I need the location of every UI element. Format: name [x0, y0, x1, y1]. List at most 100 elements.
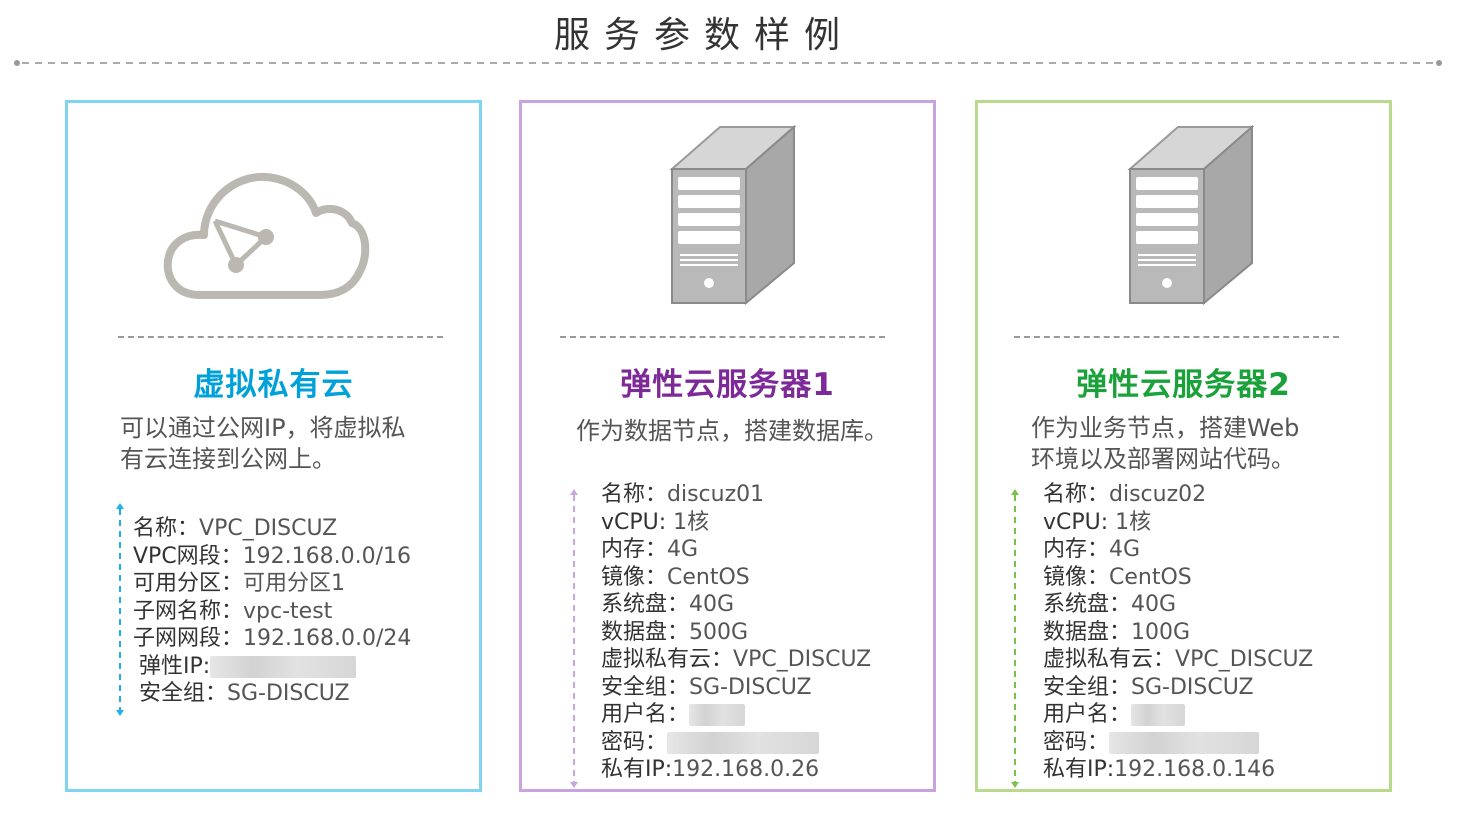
param-key: 虚拟私有云： — [601, 647, 734, 672]
param-row: 私有IP:192.168.0.26 — [601, 756, 871, 784]
param-value: 192.168.0.0/16 — [242, 543, 412, 569]
desc-line: 有云连接到公网上。 — [120, 445, 336, 473]
param-key: 虚拟私有云： — [1043, 647, 1176, 672]
param-row: 镜像：CentOS — [601, 564, 871, 592]
server-icon — [1127, 124, 1254, 305]
param-value: VPC_DISCUZ — [1175, 647, 1314, 672]
list-bracket — [116, 503, 124, 716]
desc-line: 作为数据节点，搭建数据库。 — [576, 417, 888, 445]
param-key: 名称： — [133, 516, 200, 541]
param-key: 弹性IP: — [139, 653, 211, 679]
param-value: CentOS — [1109, 564, 1192, 590]
param-row: 虚拟私有云：VPC_DISCUZ — [601, 646, 871, 674]
param-key: 可用分区： — [133, 571, 244, 596]
param-key: vCPU: — [1043, 509, 1116, 535]
desc-line: 可以通过公网IP，将虚拟私 — [120, 414, 406, 442]
param-key: 镜像： — [1043, 564, 1110, 590]
page-title: 服务参数样例 — [553, 15, 854, 56]
param-key: vCPU: — [601, 509, 674, 535]
card-description: 作为数据节点，搭建数据库。 — [576, 416, 916, 447]
param-value: 40G — [1131, 592, 1177, 617]
param-value: 100G — [1131, 619, 1191, 645]
param-key: 用户名： — [601, 702, 690, 727]
param-key: 名称： — [601, 482, 668, 507]
param-row: 子网名称：vpc-test — [133, 598, 411, 626]
title-divider — [14, 60, 1442, 66]
param-key: 密码： — [601, 729, 668, 755]
param-value: 192.168.0.146 — [1114, 757, 1276, 782]
param-value: VPC_DISCUZ — [199, 516, 338, 541]
param-value: SG-DISCUZ — [689, 674, 812, 700]
param-row: 内存：4G — [1043, 536, 1313, 564]
param-row: 数据盘：500G — [601, 619, 871, 647]
param-row: 名称：discuz02 — [1043, 481, 1313, 509]
redacted-value — [689, 704, 746, 726]
param-value: 1核 — [673, 509, 710, 535]
card-description: 可以通过公网IP，将虚拟私 有云连接到公网上。 — [120, 413, 450, 475]
desc-line: 作为业务节点，搭建Web — [1031, 414, 1300, 442]
param-value: 1核 — [1115, 509, 1152, 535]
param-row: VPC网段：192.168.0.0/16 — [133, 543, 411, 571]
ecs2-card: 弹性云服务器2 作为业务节点，搭建Web 环境以及部署网站代码。 名称：disc… — [975, 100, 1392, 792]
redacted-value — [1109, 731, 1260, 754]
param-key: 安全组： — [601, 674, 690, 700]
card-title: 弹性云服务器1 — [620, 367, 835, 403]
card-separator — [1014, 336, 1339, 338]
param-list: 名称：VPC_DISCUZ VPC网段：192.168.0.0/16 可用分区：… — [133, 515, 411, 708]
redacted-value — [667, 731, 820, 754]
param-key: 私有IP: — [601, 757, 673, 782]
card-separator — [560, 336, 885, 338]
param-value: discuz01 — [667, 482, 765, 507]
param-key: 镜像： — [601, 564, 668, 590]
param-key: 系统盘： — [1043, 592, 1132, 617]
cloud-network-icon — [163, 172, 370, 299]
param-row: 虚拟私有云：VPC_DISCUZ — [1043, 646, 1313, 674]
param-row: 用户名： — [601, 701, 871, 729]
param-row: 系统盘：40G — [601, 591, 871, 619]
param-row: 系统盘：40G — [1043, 591, 1313, 619]
param-row: vCPU: 1核 — [601, 509, 871, 537]
param-value: vpc-test — [243, 598, 333, 624]
param-key: 私有IP: — [1043, 757, 1115, 782]
ecs1-card: 弹性云服务器1 作为数据节点，搭建数据库。 名称：discuz01 vCPU: … — [519, 100, 936, 792]
list-bracket — [570, 489, 578, 788]
param-row: 名称：VPC_DISCUZ — [133, 515, 411, 543]
param-value: CentOS — [667, 564, 750, 590]
param-value: discuz02 — [1109, 482, 1207, 507]
param-key: 系统盘： — [601, 592, 690, 617]
param-row: 密码： — [601, 729, 871, 757]
param-row: 可用分区：可用分区1 — [133, 570, 411, 598]
card-description: 作为业务节点，搭建Web 环境以及部署网站代码。 — [1031, 413, 1361, 475]
param-list: 名称：discuz01 vCPU: 1核 内存：4G 镜像：CentOS 系统盘… — [601, 481, 871, 784]
param-key: 密码： — [1043, 729, 1110, 755]
param-row: 数据盘：100G — [1043, 619, 1313, 647]
param-key: 内存： — [1043, 537, 1110, 562]
param-key: 数据盘： — [601, 619, 690, 645]
param-row: 密码： — [1043, 729, 1313, 757]
card-separator — [118, 336, 443, 338]
card-title: 弹性云服务器2 — [1076, 367, 1291, 403]
param-key: 子网网段： — [133, 626, 244, 651]
vpc-card: 虚拟私有云 可以通过公网IP，将虚拟私 有云连接到公网上。 名称：VPC_DIS… — [65, 100, 482, 792]
param-row: 子网网段：192.168.0.0/24 — [133, 625, 411, 653]
param-value: 500G — [689, 619, 749, 645]
desc-line: 环境以及部署网站代码。 — [1031, 445, 1295, 473]
param-key: 名称： — [1043, 482, 1110, 507]
redacted-value — [210, 655, 357, 678]
param-key: 子网名称： — [133, 598, 244, 624]
param-key: 用户名： — [1043, 702, 1132, 727]
param-value: SG-DISCUZ — [1131, 674, 1254, 700]
param-value: 4G — [1109, 537, 1141, 562]
param-value: 4G — [667, 537, 699, 562]
param-value: VPC_DISCUZ — [733, 647, 872, 672]
param-value: 40G — [689, 592, 735, 617]
param-key: 数据盘： — [1043, 619, 1132, 645]
param-row: 内存：4G — [601, 536, 871, 564]
param-value: SG-DISCUZ — [227, 681, 350, 706]
param-row: 安全组：SG-DISCUZ — [1043, 674, 1313, 702]
param-row: 名称：discuz01 — [601, 481, 871, 509]
param-row: 镜像：CentOS — [1043, 564, 1313, 592]
param-key: 内存： — [601, 537, 668, 562]
param-row: 私有IP:192.168.0.146 — [1043, 756, 1313, 784]
param-row: 弹性IP: — [133, 653, 411, 681]
